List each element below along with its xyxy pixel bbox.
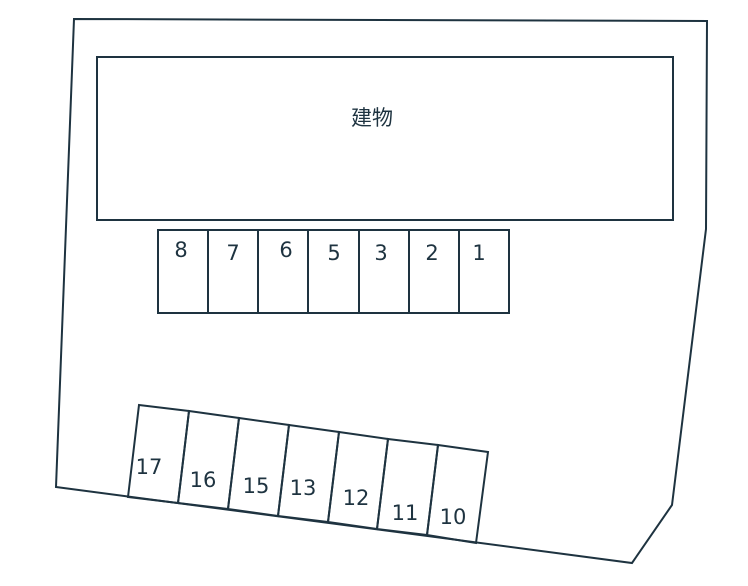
parking-row-top: 8 7 6 5 3 2 1 (157, 229, 510, 314)
building (96, 56, 674, 221)
space-label-17: 17 (136, 455, 163, 479)
space-label-5: 5 (327, 241, 340, 265)
space-label-11: 11 (392, 501, 419, 525)
space-label-6: 6 (279, 238, 292, 262)
space-label-15: 15 (243, 474, 270, 498)
lot-boundary (54, 17, 709, 565)
building-label: 建物 (351, 106, 393, 130)
space-label-8: 8 (174, 238, 187, 262)
parking-space-10 (425, 443, 490, 545)
space-label-1: 1 (472, 241, 485, 265)
space-label-7: 7 (226, 241, 239, 265)
space-label-10: 10 (440, 505, 467, 529)
space-label-2: 2 (425, 241, 438, 265)
parking-space-1 (458, 229, 510, 314)
space-label-13: 13 (290, 476, 317, 500)
space-label-12: 12 (343, 486, 370, 510)
space-label-3: 3 (374, 241, 387, 265)
space-label-16: 16 (190, 468, 217, 492)
parking-row-bottom: 17 16 15 13 12 11 10 (126, 403, 490, 545)
